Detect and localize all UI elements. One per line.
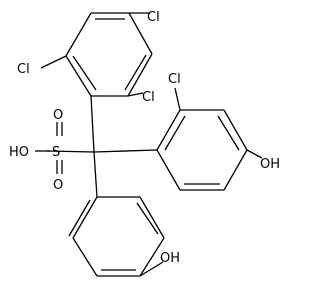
bond xyxy=(139,237,165,277)
hydroxyl-label: OH xyxy=(160,251,180,266)
hydroxyl-label: HO xyxy=(9,145,29,160)
bond xyxy=(223,149,248,191)
bond xyxy=(127,92,144,97)
bond xyxy=(136,202,159,235)
bond xyxy=(246,149,263,159)
chlorohydroxyphenyl-ring xyxy=(156,109,248,191)
bond xyxy=(164,115,186,151)
chlorine-label: Cl xyxy=(168,72,181,87)
bond xyxy=(139,261,164,277)
hydroxyl-label: OH xyxy=(260,157,280,172)
bond xyxy=(156,109,181,151)
bond xyxy=(223,109,248,151)
trichlorophenyl-ring xyxy=(65,12,153,97)
bond xyxy=(72,237,98,277)
bond xyxy=(90,95,95,153)
bond xyxy=(217,115,240,151)
bond xyxy=(127,53,153,97)
bond xyxy=(93,149,158,153)
bond xyxy=(128,12,153,55)
hydroxyphenyl-ring xyxy=(68,196,165,277)
bond xyxy=(40,55,67,69)
oxygen-label: O xyxy=(53,108,63,123)
chlorine-label: Cl xyxy=(147,10,160,25)
chlorine-label: Cl xyxy=(17,62,30,77)
bond xyxy=(68,199,91,237)
structure-diagram: Cl Cl Cl Cl OH HO S O O OH xyxy=(9,10,280,277)
bond xyxy=(156,149,181,191)
bond xyxy=(46,150,95,153)
oxygen-label: O xyxy=(53,178,63,193)
bond xyxy=(174,87,181,111)
bond xyxy=(124,54,147,91)
chlorine-label: Cl xyxy=(142,90,155,105)
bond xyxy=(65,55,92,97)
bond xyxy=(72,196,98,239)
bond xyxy=(65,12,92,57)
bond xyxy=(72,55,97,91)
sulfur-label: S xyxy=(52,145,60,160)
bond xyxy=(93,151,98,198)
bond xyxy=(139,196,165,239)
